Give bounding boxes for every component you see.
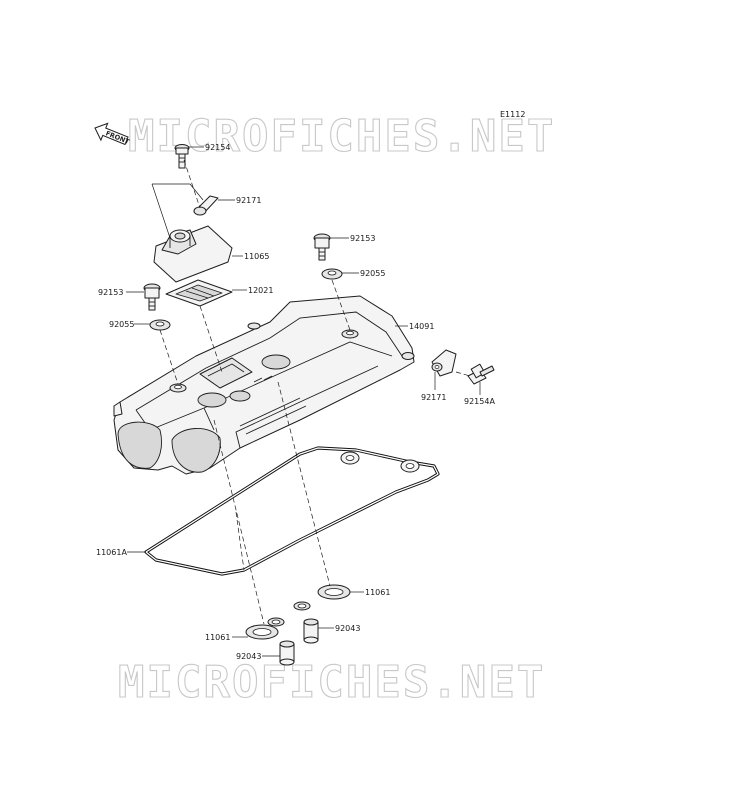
washer-92055-left xyxy=(149,319,171,331)
front-arrow-icon: FRONT xyxy=(94,122,131,146)
bolt-92153-right xyxy=(313,233,331,261)
clamp-92171-right xyxy=(431,349,457,377)
dowel-92043-right xyxy=(303,618,319,644)
callout-92055-right: 92055 xyxy=(360,269,385,278)
dowel-92043-left xyxy=(279,640,295,666)
head-cover-14091 xyxy=(113,295,415,475)
callout-92153-right: 92153 xyxy=(350,234,375,243)
callout-92153-left: 92153 xyxy=(98,288,123,297)
bolt-92154A xyxy=(467,363,495,385)
washer-92055-right xyxy=(321,268,343,280)
callout-92154A: 92154A xyxy=(464,397,495,406)
plug-gasket-11061-right xyxy=(293,584,351,611)
plug-gasket-11061-left xyxy=(245,617,285,640)
callout-11061A: 11061A xyxy=(96,548,127,557)
callout-92154: 92154 xyxy=(205,143,230,152)
clamp-92171-top xyxy=(193,195,219,216)
gasket-11061A xyxy=(144,446,440,576)
watermark-top: MICROFICHES.NET xyxy=(128,111,555,162)
callout-92043-right: 92043 xyxy=(335,624,360,633)
callout-14091: 14091 xyxy=(409,322,434,331)
callout-92171-top: 92171 xyxy=(236,196,261,205)
callout-92043-left: 92043 xyxy=(236,652,261,661)
callout-11061-right: 11061 xyxy=(365,588,390,597)
callout-11065: 11065 xyxy=(244,252,269,261)
svg-text:FRONT: FRONT xyxy=(104,129,131,146)
callout-11061-left: 11061 xyxy=(205,633,230,642)
watermark-bottom: MICROFICHES.NET xyxy=(118,657,545,708)
callout-92171-right: 92171 xyxy=(421,393,446,402)
plate-12021 xyxy=(165,279,233,307)
callout-92055-left: 92055 xyxy=(109,320,134,329)
bolt-92153-left xyxy=(143,283,161,311)
bolt-92154 xyxy=(174,144,190,169)
diagram-code: E1112 xyxy=(500,110,525,119)
callout-12021: 12021 xyxy=(248,286,273,295)
breather-cover-11065 xyxy=(153,225,233,283)
